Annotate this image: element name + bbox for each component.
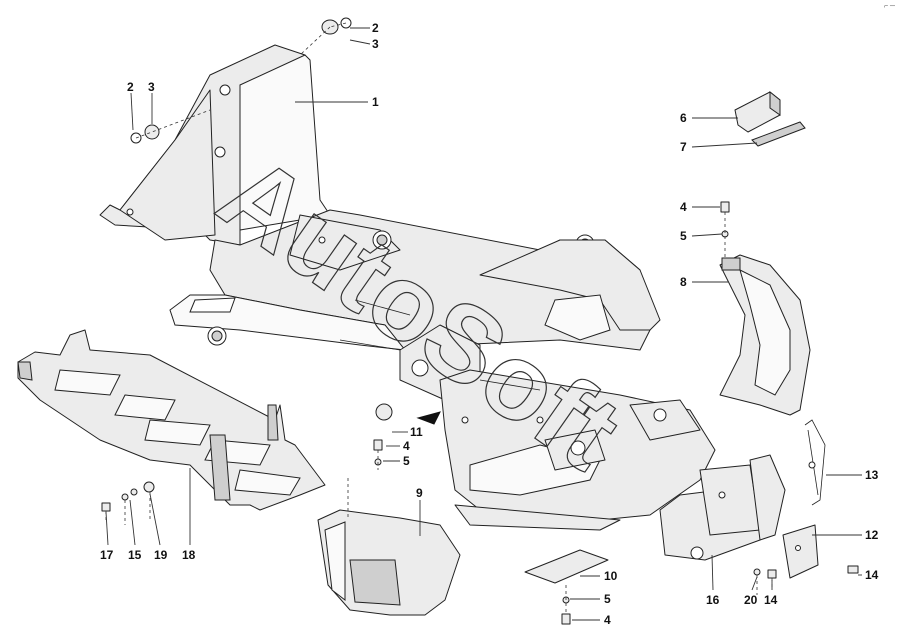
- callout-5-mid: 5: [403, 454, 410, 468]
- skid-plate-part-18: [17, 329, 326, 511]
- bolt-4-mid: [373, 439, 383, 451]
- callout-13: 13: [865, 468, 879, 482]
- washer-part-11: [375, 403, 393, 421]
- bolt-14-lower: [767, 569, 777, 579]
- rod-part-13: [804, 419, 826, 506]
- tow-bracket-part-16: [659, 454, 786, 561]
- callout-2-top: 2: [372, 21, 379, 35]
- corner-mark: ⌐ ─: [884, 3, 895, 10]
- callout-10: 10: [604, 569, 618, 583]
- callout-5-top: 5: [680, 229, 687, 243]
- callout-14-bottom: 14: [764, 593, 778, 607]
- front-frame-part-1: [99, 44, 716, 531]
- callout-11: 11: [410, 425, 423, 439]
- rubber-block-part-6: [734, 90, 781, 133]
- callout-4-bottom: 4: [604, 613, 611, 627]
- bushing-part-3-top: [321, 17, 352, 35]
- callout-14-right: 14: [865, 568, 879, 582]
- callout-5-bottom: 5: [604, 592, 611, 606]
- bolt-14-right: [847, 565, 859, 574]
- washers-15: [121, 488, 138, 501]
- callout-labels: 2 3 2 3 1 6 7 4 5 8 11 4 5 9 13 12 14 10…: [100, 21, 879, 627]
- bolt-4-top: [720, 201, 730, 213]
- callout-18: 18: [182, 548, 196, 562]
- callout-6: 6: [680, 111, 687, 125]
- callout-3-top: 3: [372, 37, 379, 51]
- callout-3-left: 3: [148, 80, 155, 94]
- callout-1: 1: [372, 95, 379, 109]
- bushing-part-3-left: [130, 124, 160, 144]
- nut-19: [143, 481, 155, 493]
- fender-part-8: [719, 254, 811, 416]
- callout-7: 7: [680, 140, 687, 154]
- callout-12: 12: [865, 528, 879, 542]
- arrow-indicator: [416, 411, 441, 425]
- plate-part-12: [782, 524, 819, 579]
- bolt-17: [101, 502, 111, 512]
- callout-17: 17: [100, 548, 114, 562]
- leader-lines: [105, 27, 862, 621]
- callout-2-left: 2: [127, 80, 134, 94]
- cover-plate-part-10: [524, 549, 609, 584]
- callout-9: 9: [416, 486, 423, 500]
- strip-part-7: [751, 121, 806, 147]
- callout-20: 20: [744, 593, 758, 607]
- bolt-4-bottom: [561, 613, 571, 625]
- nut-20: [753, 568, 761, 576]
- callout-19: 19: [154, 548, 168, 562]
- callout-15: 15: [128, 548, 142, 562]
- callout-8: 8: [680, 275, 687, 289]
- callout-4-mid: 4: [403, 439, 410, 453]
- callout-16: 16: [706, 593, 720, 607]
- corner-guard-part-9: [317, 509, 461, 616]
- callout-4-top: 4: [680, 200, 687, 214]
